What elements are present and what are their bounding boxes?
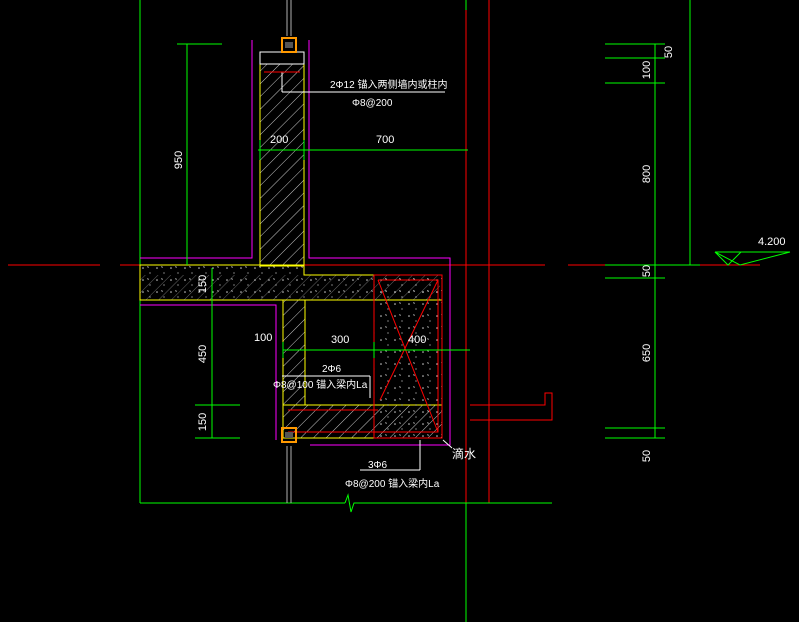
window-frame-top	[281, 37, 297, 53]
magenta-outline-right	[308, 40, 451, 446]
dim-100-left: 100	[254, 332, 272, 344]
label-rebar-mid: 2Φ6	[322, 364, 342, 375]
label-drip: 滴水	[452, 446, 476, 461]
dim-950: 950	[173, 151, 185, 169]
drip-leader	[442, 439, 453, 449]
dim-300: 300	[331, 334, 349, 346]
label-stirrup-mid: Φ8@100 锚入梁内La	[273, 378, 368, 391]
dim-450: 450	[197, 345, 209, 363]
dim-bottom-150: 150	[197, 413, 209, 431]
magenta-outline	[140, 40, 253, 259]
dim-right-50-mid: 50	[641, 265, 653, 277]
label-stirrup-bottom: Φ8@200 锚入梁内La	[345, 477, 440, 490]
label-stirrup-top: Φ8@200	[352, 98, 393, 109]
dim-700: 700	[376, 134, 394, 146]
dim-right-800: 800	[641, 165, 653, 183]
dim-slab-150: 150	[197, 275, 209, 293]
dim-right-50-bottom: 50	[641, 450, 653, 462]
label-rebar-top: 2Φ12 锚入两侧墙内或柱内	[330, 78, 447, 91]
rebar-lines	[288, 279, 439, 433]
dim-400: 400	[408, 334, 426, 346]
window-frame-bottom	[281, 427, 297, 443]
dim-200: 200	[270, 134, 288, 146]
leader-lines	[264, 71, 445, 471]
drip-groove	[470, 392, 553, 421]
window-mullion	[286, 0, 292, 503]
magenta-outline-inner	[140, 304, 277, 440]
frame-lines	[139, 0, 552, 622]
upper-wall	[259, 63, 305, 267]
label-elevation: 4.200	[758, 236, 786, 248]
label-rebar-bottom: 3Φ6	[368, 460, 388, 471]
dim-right-50-top: 50	[663, 46, 675, 58]
dim-right-650: 650	[641, 344, 653, 362]
dim-right-100: 100	[641, 61, 653, 79]
dimension-lines	[177, 0, 791, 439]
